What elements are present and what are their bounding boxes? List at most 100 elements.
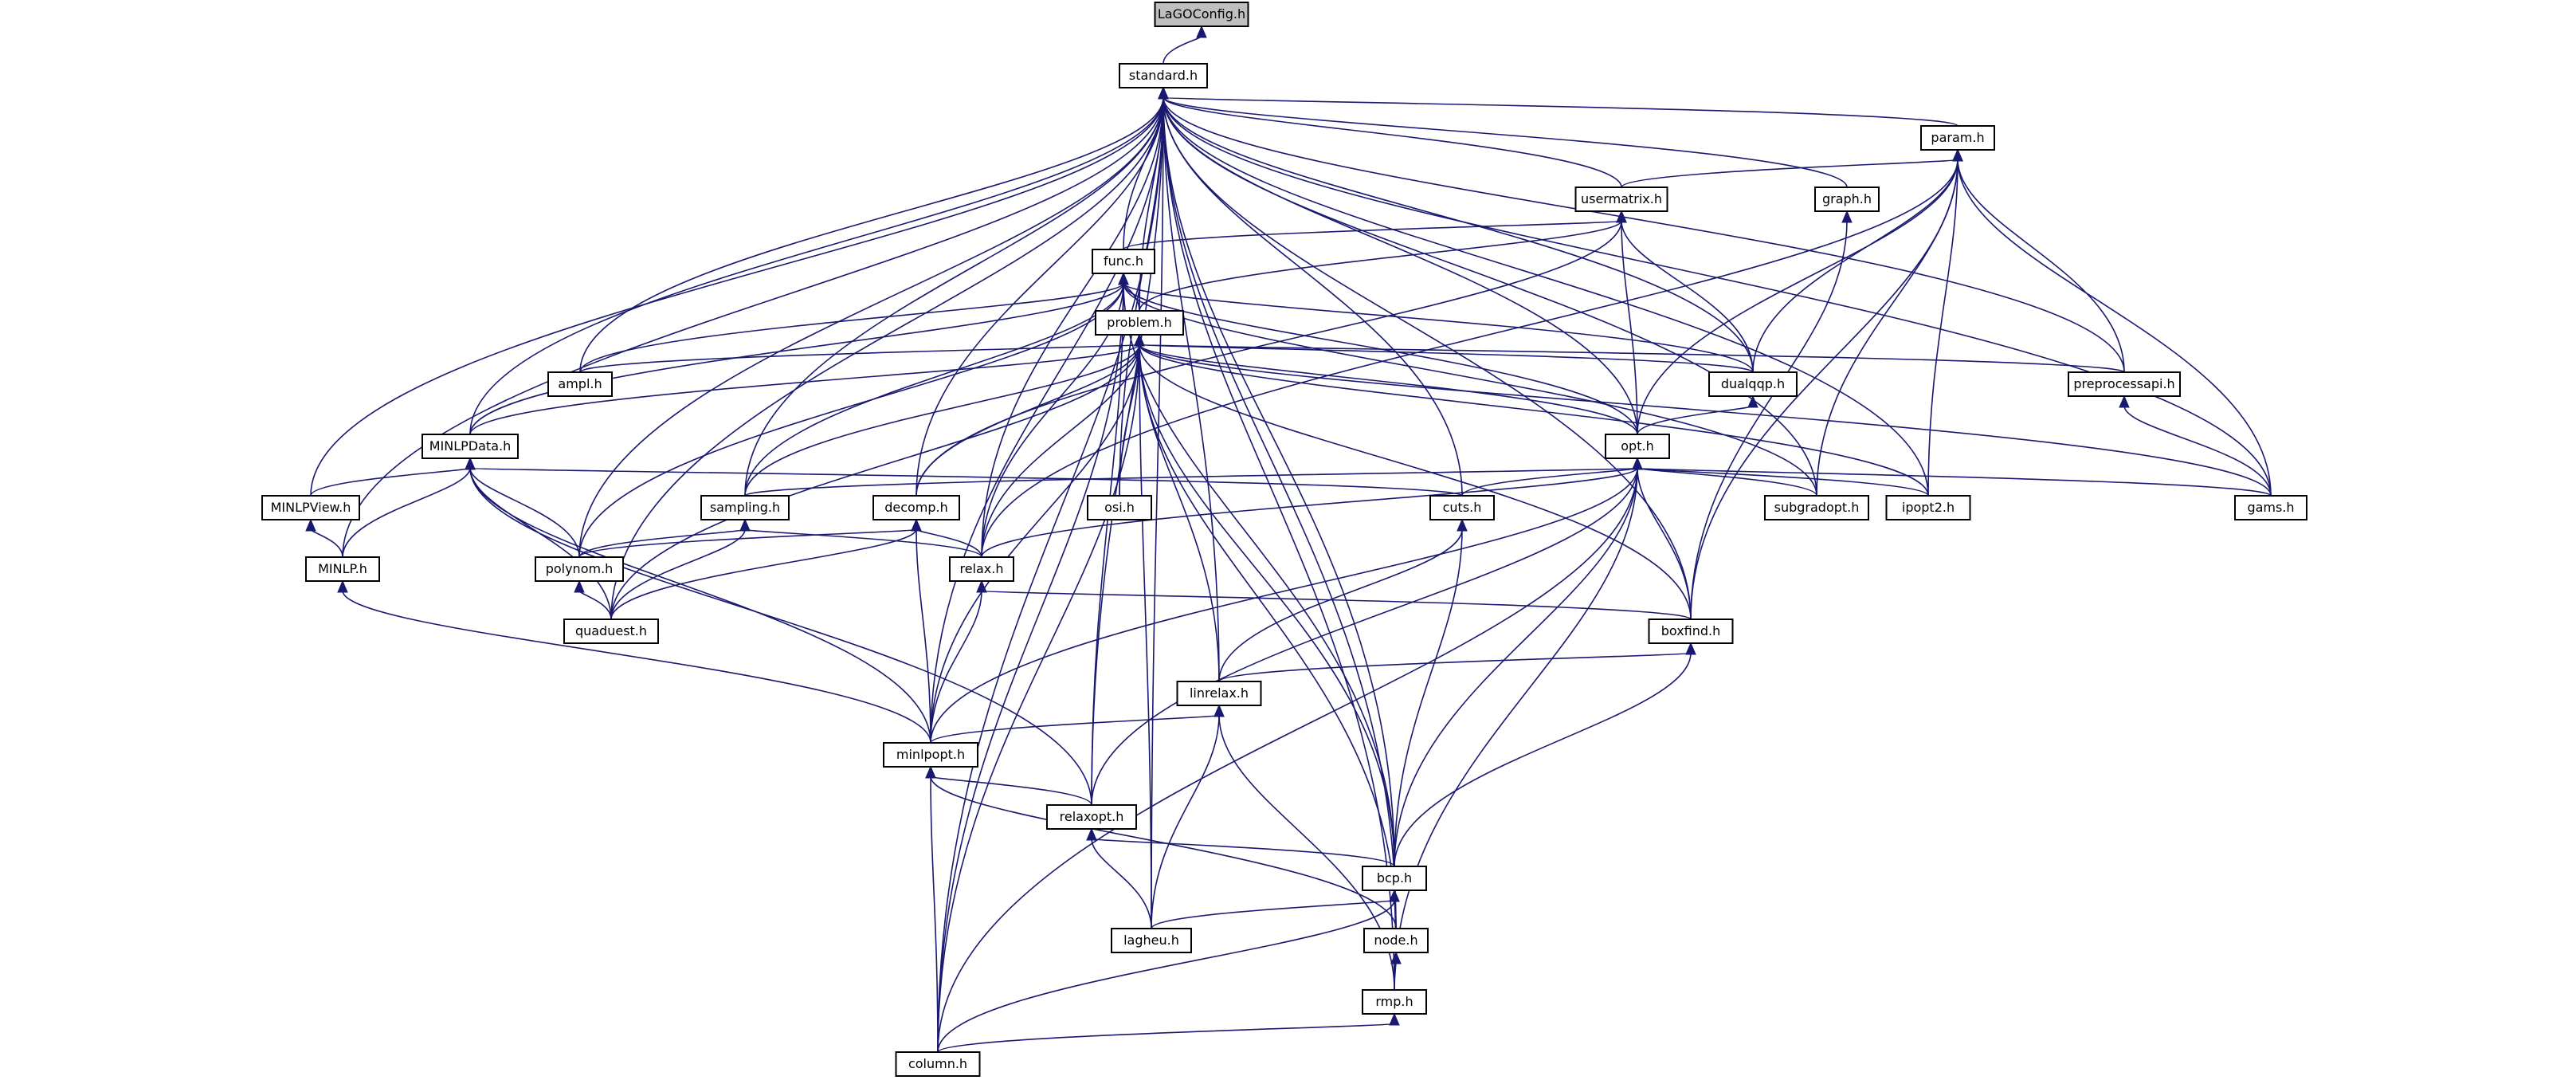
edge-minlpopt-to-standard [930, 96, 1164, 744]
edge-bcp-to-problem [1139, 344, 1395, 867]
node-box-dualqqp[interactable] [1708, 371, 1798, 397]
edge-rmp-to-standard [1163, 96, 1395, 991]
edge-minlpopt-to-MINLPData [469, 467, 931, 744]
node-relax[interactable]: relax.h [949, 556, 1014, 582]
node-minlpopt[interactable]: minlpopt.h [883, 742, 978, 768]
node-boxfind[interactable]: boxfind.h [1648, 619, 1734, 644]
node-box-bcp[interactable] [1362, 866, 1427, 891]
node-cuts[interactable]: cuts.h [1429, 495, 1495, 520]
node-box-subgradopt[interactable] [1764, 495, 1869, 520]
edge-MINLPView-to-standard [310, 96, 1164, 497]
node-rmp[interactable]: rmp.h [1362, 989, 1427, 1015]
arrowhead-opt-to-dualqqp [1747, 395, 1759, 408]
node-box-node[interactable] [1363, 928, 1429, 953]
node-label-linrelax: linrelax.h [1190, 685, 1249, 701]
node-label-dualqqp: dualqqp.h [1721, 376, 1785, 391]
node-box-graph[interactable] [1814, 187, 1880, 212]
node-node[interactable]: node.h [1363, 928, 1429, 953]
edge-opt-to-usermatrix [1621, 220, 1638, 435]
node-func[interactable]: func.h [1092, 249, 1155, 274]
node-box-quaduest[interactable] [563, 619, 659, 644]
node-LaGOConfig[interactable]: LaGOConfig.h [1154, 2, 1249, 27]
arrowhead-bcp-to-cuts [1457, 518, 1468, 532]
node-box-column[interactable] [895, 1051, 981, 1077]
node-box-LaGOConfig[interactable] [1154, 2, 1249, 27]
edge-column-to-func [937, 282, 1124, 1053]
arrowhead-cuts-to-MINLPData [465, 457, 476, 470]
node-bcp[interactable]: bcp.h [1362, 866, 1427, 891]
node-box-usermatrix[interactable] [1574, 187, 1668, 212]
edge-linrelax-to-cuts [1218, 528, 1463, 682]
node-box-polynom[interactable] [535, 556, 624, 582]
node-lagheu[interactable]: lagheu.h [1111, 928, 1192, 953]
node-box-lagheu[interactable] [1111, 928, 1192, 953]
edge-lagheu-to-bcp [1151, 899, 1395, 929]
node-param[interactable]: param.h [1920, 125, 1995, 151]
node-box-relaxopt[interactable] [1046, 804, 1137, 830]
node-label-problem: problem.h [1107, 315, 1171, 330]
node-quaduest[interactable]: quaduest.h [563, 619, 659, 644]
node-box-sampling[interactable] [700, 495, 790, 520]
edge-quaduest-to-standard [610, 96, 1164, 620]
node-box-preprocessapi[interactable] [2068, 371, 2181, 397]
edge-relaxopt-to-MINLPData [469, 467, 1092, 806]
node-box-relax[interactable] [949, 556, 1014, 582]
node-problem[interactable]: problem.h [1095, 310, 1184, 336]
node-ipopt2[interactable]: ipopt2.h [1885, 495, 1971, 520]
node-label-minlpopt: minlpopt.h [896, 747, 965, 762]
node-decomp[interactable]: decomp.h [872, 495, 960, 520]
node-box-func[interactable] [1092, 249, 1155, 274]
node-sampling[interactable]: sampling.h [700, 495, 790, 520]
node-ampl[interactable]: ampl.h [547, 371, 613, 397]
node-box-param[interactable] [1920, 125, 1995, 151]
edge-polynom-to-standard [578, 96, 1164, 558]
node-box-problem[interactable] [1095, 310, 1184, 336]
node-MINLP[interactable]: MINLP.h [305, 556, 380, 582]
node-standard[interactable]: standard.h [1119, 63, 1208, 88]
node-box-cuts[interactable] [1429, 495, 1495, 520]
node-box-decomp[interactable] [872, 495, 960, 520]
node-box-MINLPView[interactable] [261, 495, 360, 520]
node-column[interactable]: column.h [895, 1051, 981, 1077]
node-box-ipopt2[interactable] [1885, 495, 1971, 520]
node-label-ipopt2: ipopt2.h [1902, 500, 1955, 515]
node-label-sampling: sampling.h [710, 500, 780, 515]
node-box-ampl[interactable] [547, 371, 613, 397]
edge-MINLP-to-MINLPData [342, 467, 471, 558]
arrowhead-minlpopt-to-decomp [911, 518, 922, 532]
edge-polynom-to-sampling [578, 528, 746, 558]
node-MINLPData[interactable]: MINLPData.h [421, 434, 519, 459]
arrowhead-quaduest-to-problem [1134, 333, 1145, 347]
node-box-MINLP[interactable] [305, 556, 380, 582]
node-box-osi[interactable] [1087, 495, 1152, 520]
node-osi[interactable]: osi.h [1087, 495, 1152, 520]
edge-relaxopt-to-opt [1091, 467, 1638, 806]
edge-bcp-to-relaxopt [1091, 838, 1395, 867]
node-box-boxfind[interactable] [1648, 619, 1734, 644]
node-opt[interactable]: opt.h [1605, 434, 1670, 459]
arrowhead-standard-to-LaGOConfig [1196, 25, 1207, 38]
node-gams[interactable]: gams.h [2234, 495, 2307, 520]
node-box-linrelax[interactable] [1176, 681, 1262, 706]
node-dualqqp[interactable]: dualqqp.h [1708, 371, 1798, 397]
node-graph[interactable]: graph.h [1814, 187, 1880, 212]
node-usermatrix[interactable]: usermatrix.h [1574, 187, 1668, 212]
edge-polynom-to-func [578, 282, 1124, 558]
edge-opt-to-problem [1139, 344, 1638, 435]
node-box-gams[interactable] [2234, 495, 2307, 520]
node-box-MINLPData[interactable] [421, 434, 519, 459]
node-preprocessapi[interactable]: preprocessapi.h [2068, 371, 2181, 397]
node-subgradopt[interactable]: subgradopt.h [1764, 495, 1869, 520]
arrowhead-relaxopt-to-func [1118, 272, 1129, 285]
node-box-minlpopt[interactable] [883, 742, 978, 768]
edge-minlpopt-to-relax [930, 590, 982, 744]
node-box-standard[interactable] [1119, 63, 1208, 88]
node-box-opt[interactable] [1605, 434, 1670, 459]
node-relaxopt[interactable]: relaxopt.h [1046, 804, 1137, 830]
edge-rmp-to-opt [1394, 467, 1638, 991]
node-polynom[interactable]: polynom.h [535, 556, 624, 582]
node-linrelax[interactable]: linrelax.h [1176, 681, 1262, 706]
node-MINLPView[interactable]: MINLPView.h [261, 495, 360, 520]
node-box-rmp[interactable] [1362, 989, 1427, 1015]
